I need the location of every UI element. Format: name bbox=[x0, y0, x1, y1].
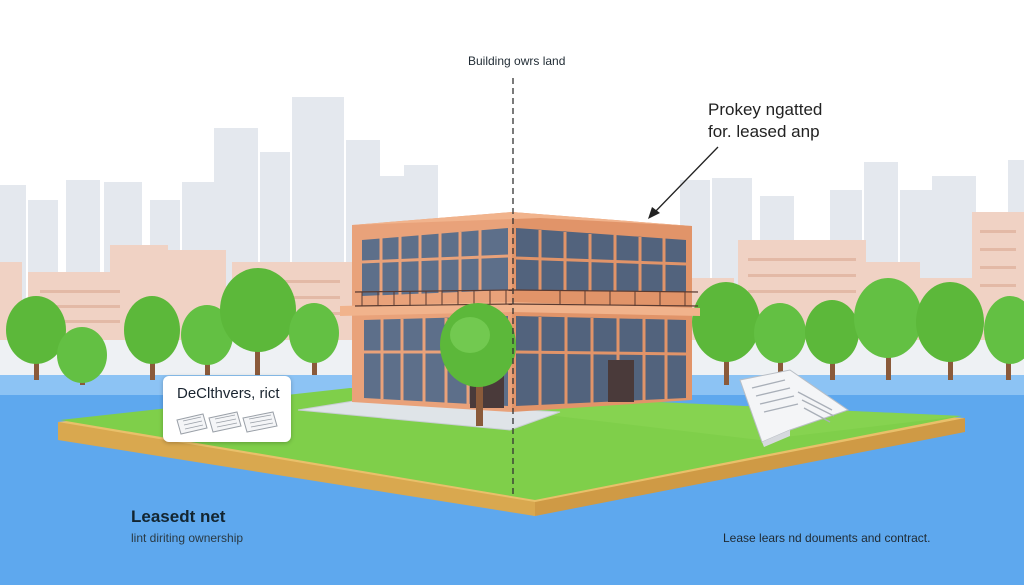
front-tree bbox=[440, 303, 516, 426]
documents-card-label: DeClthvers, rict bbox=[177, 385, 280, 402]
documents-card: DeClthvers, rict bbox=[163, 376, 291, 442]
lease-documents-caption: Lease lears nd douments and contract. bbox=[723, 531, 931, 545]
property-annotation: Prokey ngatted for. leased anp bbox=[708, 99, 822, 143]
documents-stack-icon bbox=[176, 411, 278, 435]
annotation-arrow bbox=[648, 146, 719, 219]
property-annotation-line1: Prokey ngatted bbox=[708, 100, 823, 119]
tree-row bbox=[6, 268, 1024, 385]
boundary-label: Building owrs land bbox=[468, 54, 566, 68]
document-book-icon bbox=[739, 369, 850, 447]
land-plot-soil-side bbox=[58, 422, 535, 516]
leased-title: Leasedt net bbox=[131, 507, 226, 526]
property-annotation-line2: for. leased anp bbox=[708, 122, 820, 141]
land-plot-soil-side-right bbox=[535, 418, 965, 516]
leased-subtitle: lint diriting ownership bbox=[131, 531, 244, 545]
pathway bbox=[297, 399, 561, 431]
building bbox=[340, 212, 700, 412]
